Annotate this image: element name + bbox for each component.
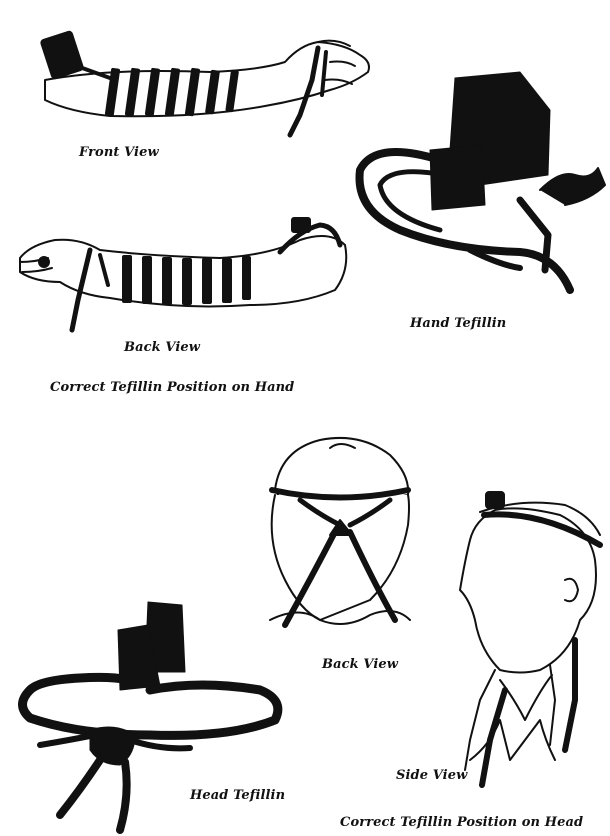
correct-head-position-caption: Correct Tefillin Position on Head [340,815,583,830]
back-view-head-caption: Back View [322,657,398,672]
side-view-head-illustration [460,492,600,785]
side-view-caption: Side View [396,768,467,783]
front-view-arm-illustration [41,31,369,135]
head-tefillin-caption: Head Tefillin [190,788,285,803]
back-view-arm-illustration [20,218,346,330]
correct-hand-position-caption: Correct Tefillin Position on Hand [50,380,294,395]
back-view-hand-caption: Back View [124,340,200,355]
hand-tefillin-illustration [360,72,606,290]
front-view-caption: Front View [79,145,159,160]
hand-tefillin-caption: Hand Tefillin [410,316,506,331]
back-view-head-illustration [270,438,410,625]
